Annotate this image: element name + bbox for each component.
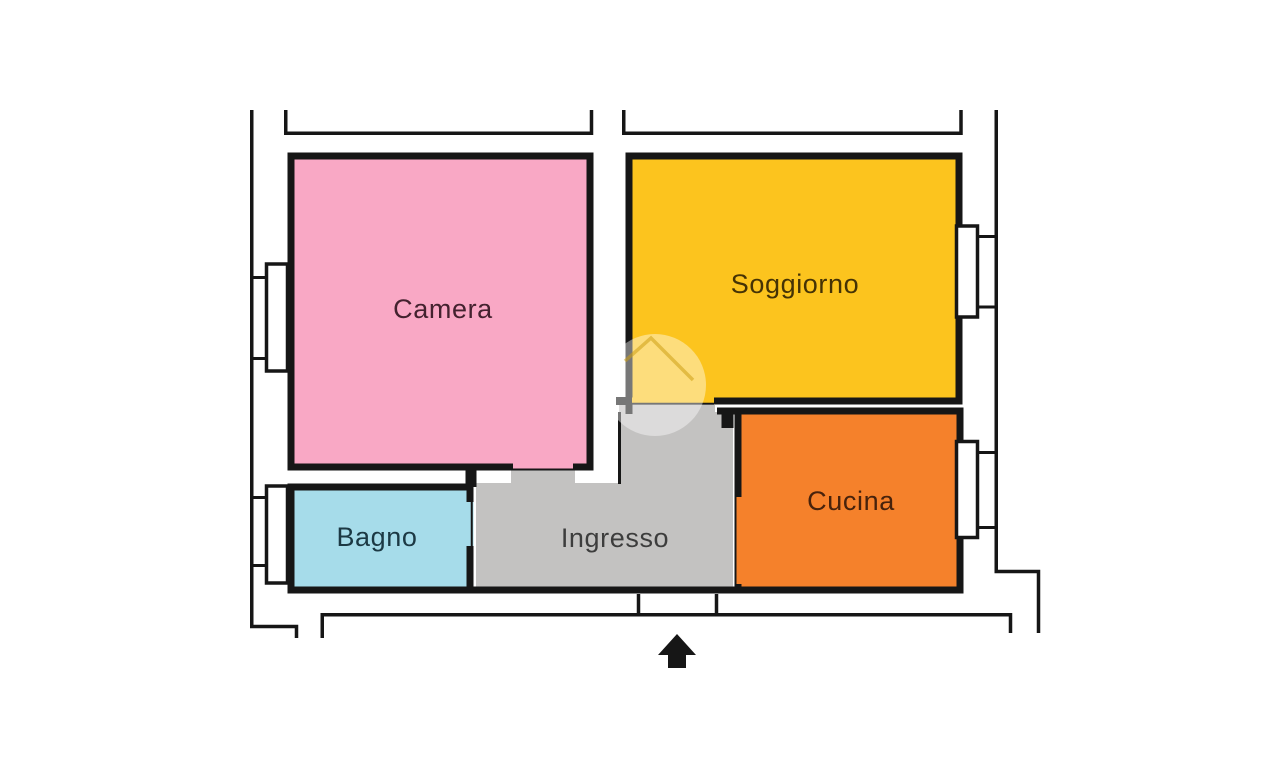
balcony-wall-left	[284, 110, 594, 135]
watermark-circle	[604, 334, 706, 436]
window-bagno	[264, 484, 290, 585]
outer-wall-bottom	[320, 613, 1013, 638]
room-bagno-area	[287, 483, 474, 594]
entrance-arrow-icon	[658, 634, 696, 668]
window-sill-lines	[251, 496, 266, 567]
window-cucina	[954, 439, 980, 540]
room-label-bagno: Bagno	[336, 522, 417, 552]
room-label-soggiorno: Soggiorno	[731, 269, 860, 299]
wall-stub	[721, 411, 734, 428]
balcony-wall-right	[622, 110, 963, 135]
windows	[251, 224, 996, 585]
outer-walls	[250, 110, 1041, 638]
window-sill-lines	[978, 451, 996, 529]
window-sill-lines	[978, 235, 996, 309]
wall-stub	[616, 397, 626, 405]
watermark-house-icon	[604, 334, 706, 436]
room-soggiorno-area	[625, 152, 963, 405]
wall-stub	[465, 470, 477, 487]
threshold-lines	[470, 402, 737, 586]
room-labels: Camera Soggiorno Cucina Bagno Ingresso	[336, 269, 895, 553]
window-soggiorno	[954, 224, 980, 319]
watermark-roof	[623, 335, 695, 382]
wall-stubs	[465, 397, 741, 594]
room-label-ingresso: Ingresso	[561, 523, 669, 553]
room-ingresso	[476, 405, 733, 590]
room-camera-area	[287, 152, 594, 471]
room-ingresso-area	[476, 405, 733, 590]
window-sill-lines	[251, 276, 266, 360]
window-camera	[264, 262, 290, 373]
outer-wall-right	[994, 110, 1041, 633]
room-label-camera: Camera	[393, 294, 493, 324]
door-openings	[466, 397, 742, 584]
room-walls	[287, 152, 964, 594]
outer-wall-left	[250, 110, 299, 638]
room-label-cucina: Cucina	[807, 486, 895, 516]
